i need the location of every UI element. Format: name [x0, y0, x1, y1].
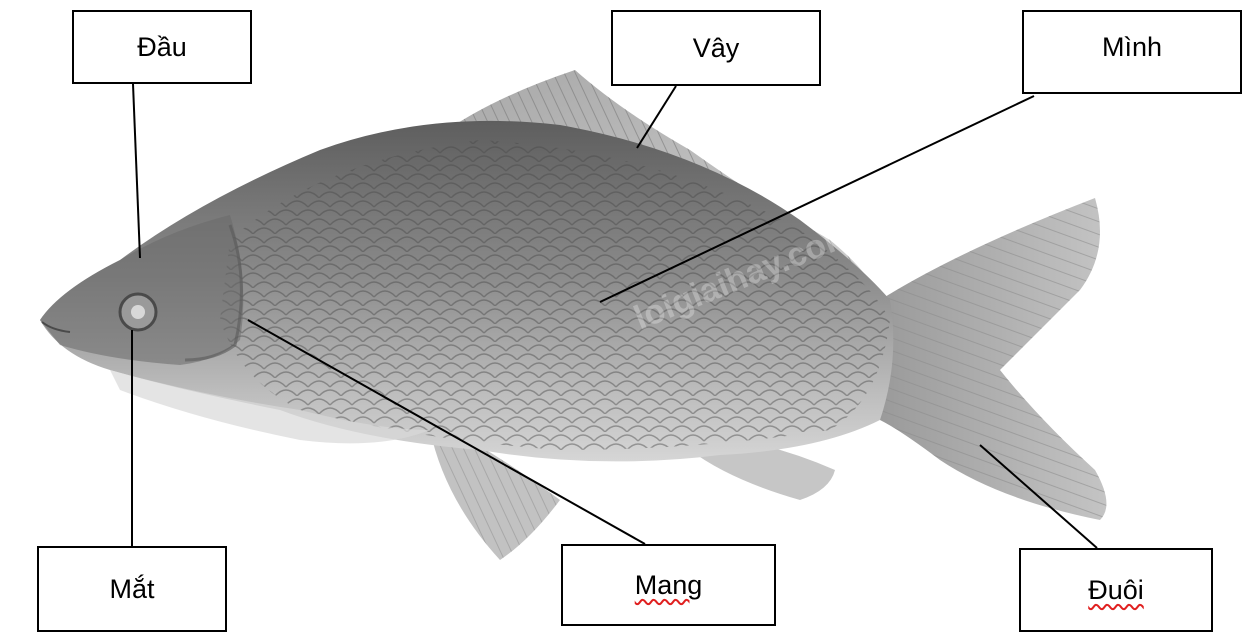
- label-dau: Đầu: [137, 32, 187, 63]
- label-mat: Mắt: [109, 574, 154, 605]
- label-box-minh: Mình: [1022, 10, 1242, 94]
- label-box-duoi: Đuôi: [1019, 548, 1213, 632]
- label-mang: Mang: [635, 570, 703, 601]
- label-box-vay: Vây: [611, 10, 821, 86]
- label-box-mang: Mang: [561, 544, 776, 626]
- label-vay: Vây: [693, 33, 740, 64]
- label-duoi: Đuôi: [1088, 575, 1144, 606]
- leader-line-dau: [133, 84, 140, 258]
- label-box-dau: Đầu: [72, 10, 252, 84]
- label-box-mat: Mắt: [37, 546, 227, 632]
- label-minh: Mình: [1102, 32, 1162, 63]
- head: [40, 215, 243, 365]
